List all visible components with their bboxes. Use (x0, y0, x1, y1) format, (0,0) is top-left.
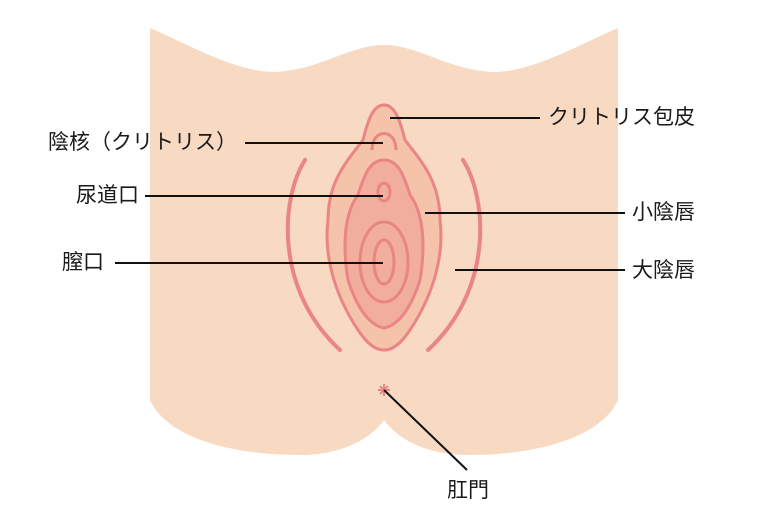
label-urethral-opening: 尿道口 (76, 183, 139, 207)
clitoral-hood (370, 132, 398, 151)
label-clitoral-hood: クリトリス包皮 (548, 105, 695, 129)
label-clitoris: 陰核（クリトリス） (48, 130, 237, 154)
label-labia-majora: 大陰唇 (632, 258, 695, 282)
labia-majora-right (426, 158, 483, 352)
label-labia-minora: 小陰唇 (632, 200, 695, 224)
urethral-opening-shape (376, 181, 392, 203)
label-anus: 肛門 (447, 478, 489, 502)
label-vaginal-opening: 膣口 (62, 250, 104, 274)
labia-majora-left (285, 158, 342, 352)
leader-anus (383, 389, 468, 471)
